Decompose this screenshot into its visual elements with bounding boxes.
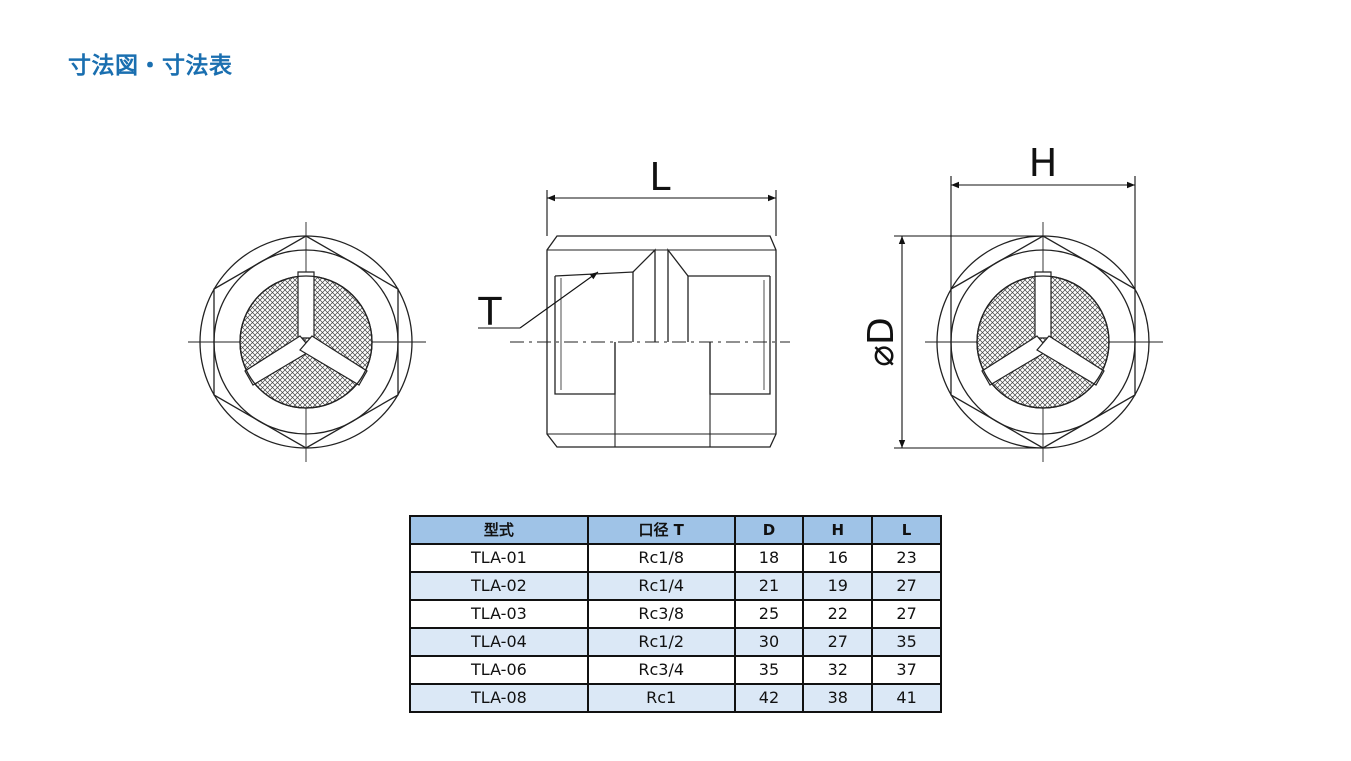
cell-D: 18 (733, 543, 805, 573)
cell-D: 30 (733, 627, 805, 657)
hex-outline (213, 235, 399, 449)
cell-L: 37 (871, 655, 942, 685)
header-D: D (733, 515, 805, 545)
cell-L: 41 (871, 683, 942, 713)
cell-H: 16 (802, 543, 874, 573)
cell-H: 32 (802, 655, 874, 685)
end-view-right (925, 222, 1163, 462)
header-model: 型式 (409, 515, 589, 545)
dimension-table: 型式 口径 T D H L TLA-01 Rc1/8 18 16 23 TLA-… (409, 515, 942, 713)
leader-T (478, 271, 599, 329)
cell-D: 35 (733, 655, 805, 685)
cell-port-size: Rc1/8 (586, 543, 736, 573)
label-L: L (649, 155, 670, 199)
dimension-H (950, 176, 1136, 289)
cell-model: TLA-01 (409, 543, 589, 573)
cell-D: 21 (733, 571, 805, 601)
table-row: TLA-08 Rc1 42 38 41 (409, 683, 942, 713)
cell-model: TLA-06 (409, 655, 589, 685)
cell-D: 42 (733, 683, 805, 713)
table-row: TLA-04 Rc1/2 30 27 35 (409, 627, 942, 657)
page-title: 寸法図・寸法表 (68, 53, 233, 79)
cell-H: 19 (802, 571, 874, 601)
cell-L: 23 (871, 543, 942, 573)
cell-D: 25 (733, 599, 805, 629)
cell-model: TLA-03 (409, 599, 589, 629)
cell-L: 27 (871, 571, 942, 601)
label-D: ⌀D (861, 317, 902, 366)
table-row: TLA-03 Rc3/8 25 22 27 (409, 599, 942, 629)
cell-L: 27 (871, 599, 942, 629)
header-L: L (871, 515, 942, 545)
cell-H: 38 (802, 683, 874, 713)
dimension-D (894, 235, 1043, 449)
cell-L: 35 (871, 627, 942, 657)
table-row: TLA-06 Rc3/4 35 32 37 (409, 655, 942, 685)
dimension-drawing: L T H ⌀D (188, 141, 1163, 462)
cell-port-size: Rc1/4 (586, 571, 736, 601)
side-view (510, 235, 790, 448)
cell-model: TLA-04 (409, 627, 589, 657)
dimension-L (546, 190, 777, 236)
cell-H: 22 (802, 599, 874, 629)
body-outline (546, 235, 777, 448)
header-port-size: 口径 T (586, 515, 736, 545)
label-T: T (477, 290, 502, 334)
end-view-left (188, 222, 426, 462)
table-header-row: 型式 口径 T D H L (409, 515, 942, 545)
table-row: TLA-01 Rc1/8 18 16 23 (409, 543, 942, 573)
header-H: H (802, 515, 874, 545)
cell-port-size: Rc1 (586, 683, 736, 713)
table-row: TLA-02 Rc1/4 21 19 27 (409, 571, 942, 601)
filter-spokes (244, 271, 368, 386)
cell-model: TLA-08 (409, 683, 589, 713)
cell-port-size: Rc3/4 (586, 655, 736, 685)
cell-H: 27 (802, 627, 874, 657)
cell-port-size: Rc3/8 (586, 599, 736, 629)
label-H: H (1029, 141, 1058, 185)
cell-port-size: Rc1/2 (586, 627, 736, 657)
cell-model: TLA-02 (409, 571, 589, 601)
